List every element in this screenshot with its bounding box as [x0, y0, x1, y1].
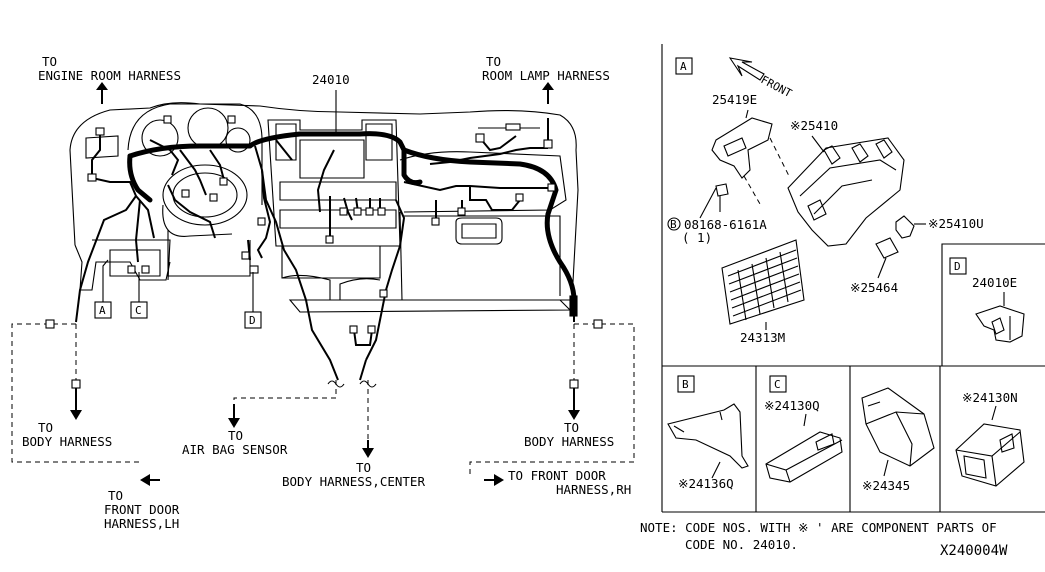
label-air-bag-sensor: AIR BAG SENSOR: [182, 442, 288, 457]
main-labels: TO ENGINE ROOM HARNESS 24010 TO ROOM LAM…: [22, 54, 631, 531]
note-line-1: NOTE: CODE NOS. WITH ※ ' ARE COMPONENT P…: [640, 520, 997, 535]
bolt-circle-b: B: [670, 218, 677, 231]
label-to-body-rh-to: TO: [564, 420, 579, 435]
detail-c-panel: C ※24130Q: [764, 375, 843, 483]
detail-24345-panel: ※24345: [861, 387, 935, 493]
label-to-body-lh-to: TO: [38, 420, 53, 435]
note-line-2: CODE NO. 24010.: [685, 537, 798, 552]
part-08168-6161a: 08168-6161A: [684, 217, 767, 232]
label-body-harness-center: BODY HARNESS,CENTER: [282, 474, 425, 489]
detail-a-panel: A FRONT 25419E ※25410 B 08168-6161A ( 1)…: [667, 57, 984, 345]
label-body-harness-lh: BODY HARNESS: [22, 434, 112, 449]
label-room-lamp-harness: ROOM LAMP HARNESS: [482, 68, 610, 83]
label-to-room-to: TO: [486, 54, 501, 69]
label-to-body-center-to: TO: [356, 460, 371, 475]
detail-c-label: C: [774, 378, 781, 391]
label-to-engine-to: TO: [42, 54, 57, 69]
part-24130n: ※24130N: [962, 390, 1018, 405]
part-24130q: ※24130Q: [764, 398, 820, 413]
connection-arrows: [70, 82, 580, 486]
label-to-front-door-rh: TO FRONT DOOR: [508, 468, 606, 483]
part-24010e: 24010E: [972, 275, 1017, 290]
label-front-door-lh: FRONT DOOR: [104, 502, 180, 517]
harness-branches: [75, 118, 575, 381]
detail-panels-frame: [661, 44, 1045, 513]
detail-a-label: A: [680, 60, 687, 73]
diagram-id: X240004W: [940, 543, 1008, 559]
label-engine-room-harness: ENGINE ROOM HARNESS: [38, 68, 181, 83]
front-label: FRONT: [759, 73, 795, 100]
label-sheet-grid: [727, 249, 802, 321]
detail-d-label: D: [954, 260, 961, 273]
main-harness-trunk: [127, 131, 577, 303]
detail-24130n-panel: ※24130N: [955, 390, 1025, 487]
part-25419e: 25419E: [712, 92, 757, 107]
part-25464: ※25464: [850, 280, 898, 295]
label-harness-rh: HARNESS,RH: [556, 482, 631, 497]
detail-d-panel: D 24010E: [949, 257, 1025, 343]
label-part-24010: 24010: [312, 72, 350, 87]
callout-a: A: [99, 304, 106, 317]
label-harness-lh: HARNESS,LH: [104, 516, 179, 531]
callout-d: D: [249, 314, 256, 327]
callout-c: C: [135, 304, 142, 317]
detail-callouts: A C D: [94, 90, 337, 329]
label-to-front-door-lh-to: TO: [108, 488, 123, 503]
front-arrow-icon: [728, 57, 765, 81]
routing-dashed-lines: [11, 319, 635, 478]
part-25410u: ※25410U: [928, 216, 984, 231]
footer-notes: NOTE: CODE NOS. WITH ※ ' ARE COMPONENT P…: [640, 520, 1008, 559]
detail-b-label: B: [682, 378, 689, 391]
label-body-harness-rh: BODY HARNESS: [524, 434, 614, 449]
part-qty: ( 1): [682, 230, 712, 245]
part-24136q: ※24136Q: [678, 476, 734, 491]
harness-connectors: [87, 115, 578, 334]
part-25410: ※25410: [790, 118, 838, 133]
detail-b-panel: B ※24136Q: [667, 375, 749, 491]
part-24345: ※24345: [862, 478, 910, 493]
part-24313m: 24313M: [740, 330, 785, 345]
label-to-airbag-to: TO: [228, 428, 243, 443]
